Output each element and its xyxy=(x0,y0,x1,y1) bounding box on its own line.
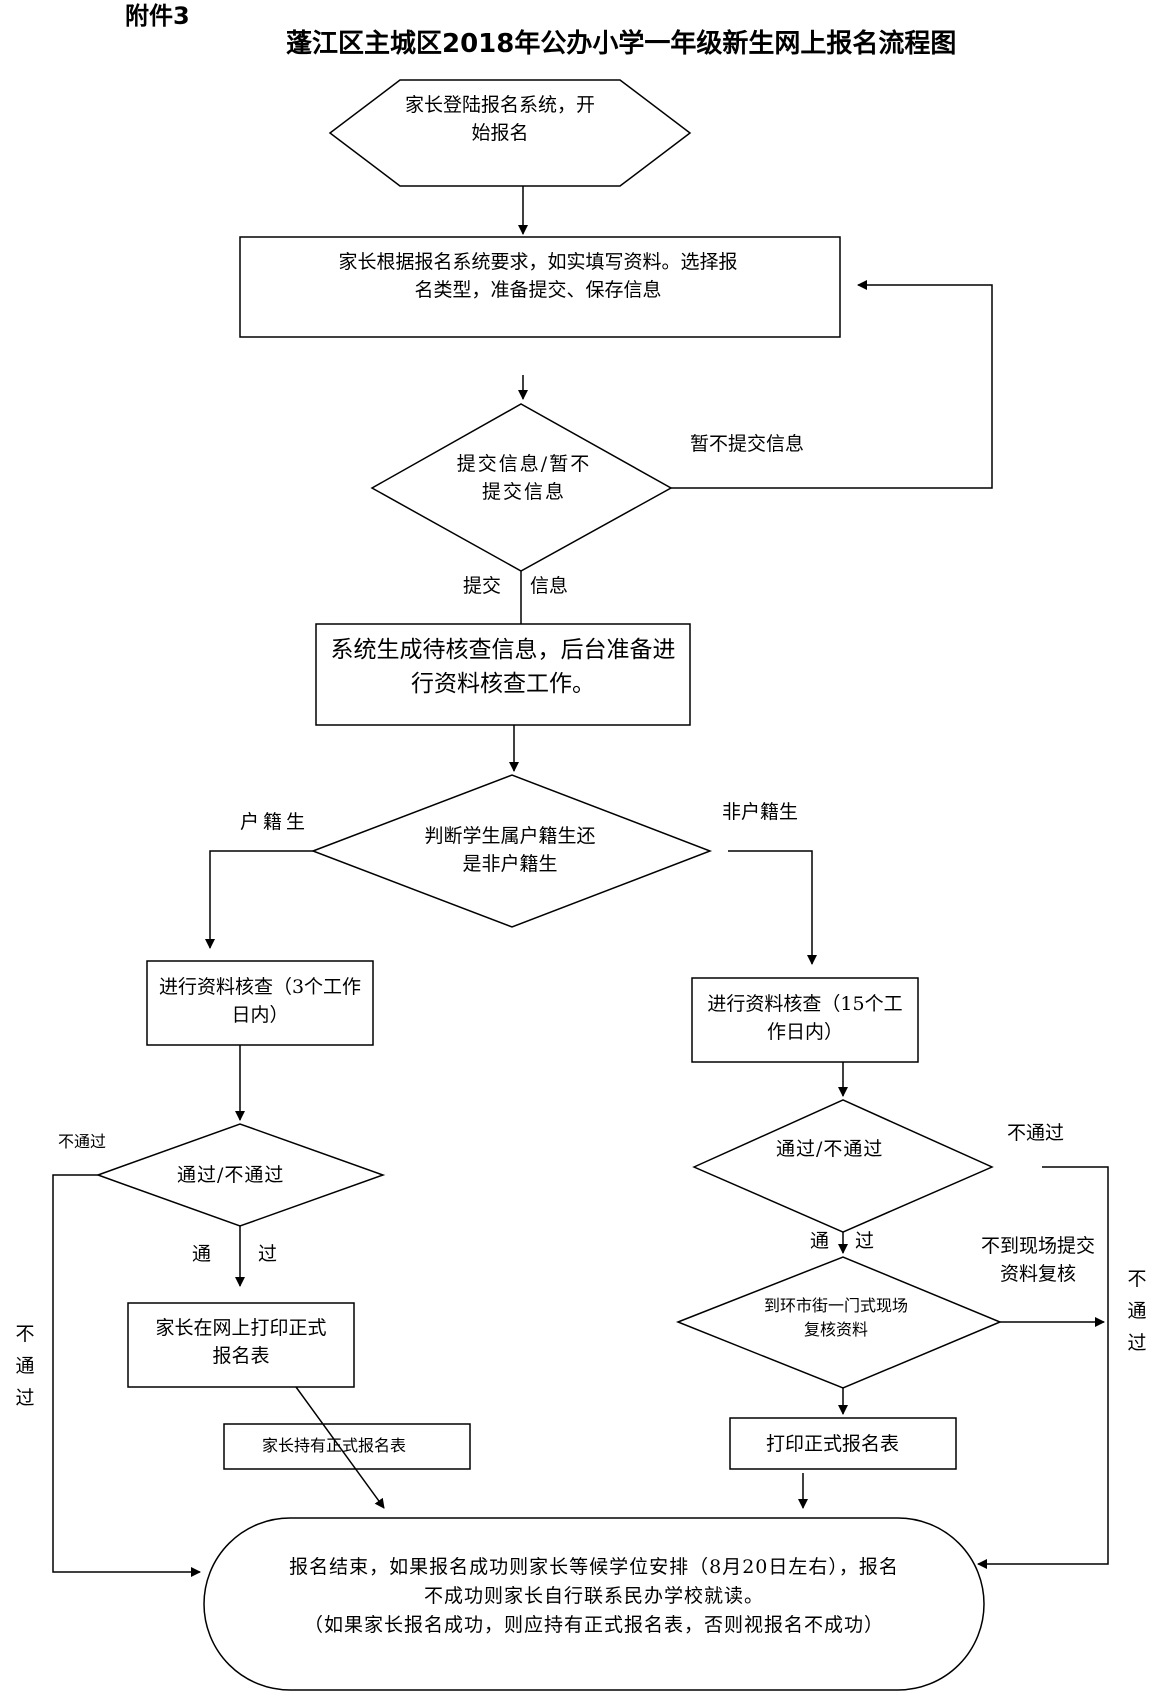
attachment-label: 附件3 xyxy=(125,2,190,30)
arrow-to-nonlocal-review xyxy=(728,850,817,965)
print-nonlocal-text: 打印正式报名表 xyxy=(766,1433,900,1455)
end-oval xyxy=(203,1517,985,1691)
student-type-diamond xyxy=(310,774,713,928)
pass-local-diamond xyxy=(95,1123,386,1227)
edge-label-fail-local-side: 不通过 xyxy=(15,1323,35,1409)
edge-label-local-student: 户籍生 xyxy=(240,811,310,833)
arrow-nonlocal-fail-rail xyxy=(977,1166,1109,1569)
review-nonlocal-box xyxy=(691,977,919,1063)
login-hexagon xyxy=(328,79,692,187)
pass-nonlocal-diamond xyxy=(692,1099,994,1233)
review-local-text: 进行资料核查（3个工作日内） xyxy=(158,976,362,1026)
print-nonlocal-box xyxy=(729,1417,957,1470)
edge-label-fail-nonlocal-side: 不通过 xyxy=(1127,1268,1147,1354)
arrow-print-local-to-end xyxy=(295,1386,385,1509)
edge-label-pass-nonlocal-right: 过 xyxy=(855,1230,875,1252)
end-text-line2: 不成功则家长自行联系民办学校就读。 xyxy=(423,1585,764,1607)
edge-label-pass-nonlocal-left: 通 xyxy=(810,1230,830,1252)
hold-form-text: 家长持有正式报名表 xyxy=(262,1436,407,1455)
arrow-not-submit-loop xyxy=(671,280,993,489)
system-check-text: 系统生成待核查信息，后台准备进行资料核查工作。 xyxy=(330,637,676,697)
edge-label-not-submit: 暂不提交信息 xyxy=(690,433,805,455)
print-local-text: 家长在网上打印正式报名表 xyxy=(155,1317,327,1367)
end-text-line3: （如果家长报名成功，则应持有正式报名表，否则视报名不成功） xyxy=(303,1614,884,1636)
arrow-to-local-review xyxy=(205,850,313,949)
edge-label-no-onsite: 不到现场提交资料复核 xyxy=(980,1235,1095,1285)
edge-label-submit-left: 提交 xyxy=(463,575,502,597)
edge-label-nonlocal-student: 非户籍生 xyxy=(722,801,799,823)
page-title: 蓬江区主城区2018年公办小学一年级新生网上报名流程图 xyxy=(286,29,957,59)
review-nonlocal-text: 进行资料核查（15个工作日内） xyxy=(707,993,903,1043)
pass-nonlocal-text: 通过/不通过 xyxy=(776,1138,884,1160)
fill-form-box xyxy=(239,236,841,338)
student-type-text: 判断学生属户籍生还是非户籍生 xyxy=(424,825,596,875)
edge-label-fail-nonlocal: 不通过 xyxy=(1007,1122,1065,1144)
onsite-review-text: 到环市街一门式现场复核资料 xyxy=(763,1296,908,1339)
pass-local-text: 通过/不通过 xyxy=(177,1164,285,1186)
edge-label-pass-local-right: 过 xyxy=(258,1243,278,1265)
end-text-line1: 报名结束，如果报名成功则家长等候学位安排（8月20日左右），报名 xyxy=(289,1556,899,1578)
login-text: 家长登陆报名系统，开始报名 xyxy=(404,94,595,144)
edge-label-pass-local-left: 通 xyxy=(192,1243,212,1265)
edge-label-fail-local-top: 不通过 xyxy=(58,1132,107,1151)
edge-label-submit-right: 信息 xyxy=(530,575,569,597)
hold-form-box xyxy=(223,1423,471,1470)
print-local-box xyxy=(127,1302,355,1388)
submit-decision-text: 提交信息/暂不提交信息 xyxy=(456,453,592,503)
arrow-local-fail-rail xyxy=(52,1174,201,1577)
system-check-box xyxy=(315,623,691,726)
review-local-box xyxy=(146,960,374,1046)
fill-form-text: 家长根据报名系统要求，如实填写资料。选择报名类型，准备提交、保存信息 xyxy=(338,251,738,301)
